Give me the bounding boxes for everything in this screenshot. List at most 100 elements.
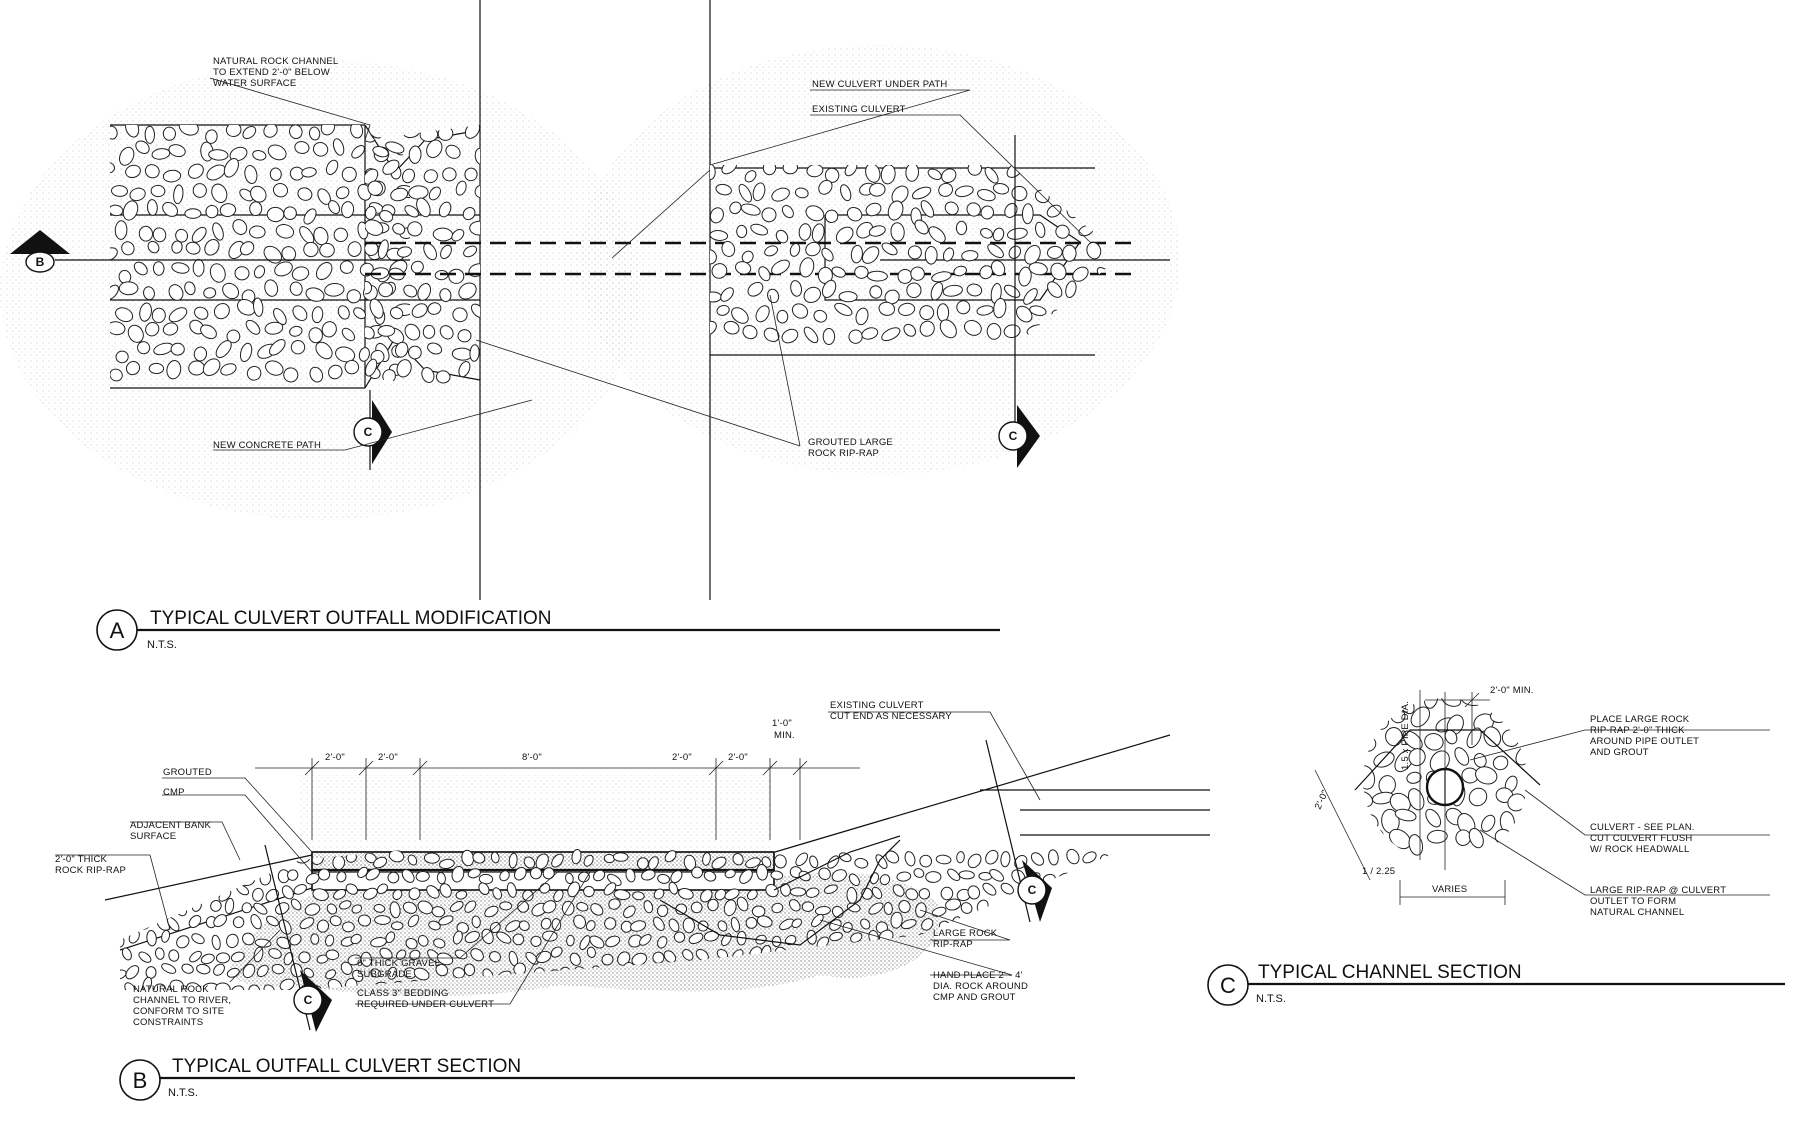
rock (823, 884, 838, 894)
rock (404, 205, 419, 218)
rock (340, 961, 353, 975)
rock (879, 874, 891, 886)
rock (305, 287, 325, 302)
note-new-culvert: NEW CULVERT UNDER PATH (812, 79, 947, 90)
rock (320, 125, 336, 136)
rock (986, 323, 1002, 340)
rock (120, 969, 127, 980)
rock (1065, 280, 1077, 299)
note-existing-culvert-cut: EXISTING CULVERT CUT END AS NECESSARY (830, 700, 952, 722)
rock (169, 979, 185, 990)
rock (1106, 905, 1122, 917)
rock (1150, 872, 1163, 885)
rock (517, 900, 529, 913)
note-natural-rock-channel-river: NATURAL ROCK CHANNEL TO RIVER, CONFORM T… (133, 984, 231, 1028)
rock (489, 951, 501, 963)
rock (408, 145, 422, 164)
rock (253, 854, 264, 867)
rock (184, 281, 196, 296)
rock (925, 871, 942, 883)
rock (114, 220, 128, 240)
rock (225, 125, 242, 138)
rock (110, 247, 118, 262)
svg-text:LARGE RIP-RAP @ CULVERT: LARGE RIP-RAP @ CULVERT (1590, 885, 1726, 896)
rock (342, 921, 355, 933)
rock (202, 358, 221, 376)
rock (966, 283, 983, 297)
detail-b-title: TYPICAL OUTFALL CULVERT SECTION (172, 1056, 521, 1077)
rock (268, 948, 282, 959)
rock (464, 900, 477, 913)
rock (723, 320, 740, 335)
rock (700, 889, 713, 903)
rock (735, 261, 752, 275)
rock (935, 854, 952, 865)
rock (464, 930, 480, 944)
rock (1466, 727, 1482, 749)
rock (499, 870, 510, 882)
rock (512, 933, 525, 946)
note-cmp: CMP (163, 787, 185, 798)
rock (297, 187, 313, 201)
rock (189, 950, 202, 963)
rock (565, 872, 574, 885)
rock (428, 920, 441, 931)
rock (263, 125, 278, 138)
svg-text:CUT CULVERT FLUSH: CUT CULVERT FLUSH (1590, 833, 1692, 844)
rock (630, 920, 647, 932)
rock (910, 266, 925, 281)
rock (215, 952, 231, 964)
rock (612, 852, 629, 862)
rock (390, 187, 409, 202)
rock (905, 888, 919, 901)
rock (336, 871, 347, 883)
rock (451, 228, 465, 242)
rock (409, 949, 421, 961)
rock (924, 246, 938, 265)
rock (715, 183, 732, 196)
rock (335, 346, 356, 363)
rock (731, 307, 749, 324)
rock (373, 856, 388, 869)
rock (435, 370, 451, 384)
rock (632, 891, 645, 901)
rock (1106, 961, 1116, 977)
rock (1481, 814, 1496, 832)
rock (410, 260, 424, 274)
rock (890, 222, 905, 242)
rock (222, 282, 240, 300)
rock (458, 361, 471, 378)
rock (1475, 766, 1498, 785)
rock (211, 183, 228, 204)
rock (205, 204, 219, 219)
rock (328, 364, 343, 380)
rock (1087, 884, 1097, 902)
rock (1096, 953, 1108, 965)
rock (1033, 920, 1046, 931)
rock (458, 282, 477, 300)
rock (200, 953, 215, 965)
rock (846, 206, 863, 222)
rock (1046, 204, 1062, 218)
rock (115, 307, 134, 323)
rock (953, 265, 967, 277)
rock (691, 866, 704, 879)
rock (576, 902, 589, 912)
rock (1017, 913, 1032, 927)
rock (110, 161, 115, 174)
rock (423, 169, 438, 184)
rock (439, 325, 454, 340)
rock (980, 205, 995, 220)
rock (1052, 886, 1067, 897)
rock (1015, 305, 1033, 323)
rock (405, 937, 418, 950)
rock (985, 849, 999, 865)
svg-text:RIP-RAP: RIP-RAP (933, 939, 973, 950)
rock (202, 882, 215, 895)
rock (266, 915, 279, 927)
rock (333, 889, 347, 900)
rock (215, 340, 232, 359)
rock (416, 197, 431, 218)
rock (120, 901, 129, 914)
rock (751, 905, 766, 918)
